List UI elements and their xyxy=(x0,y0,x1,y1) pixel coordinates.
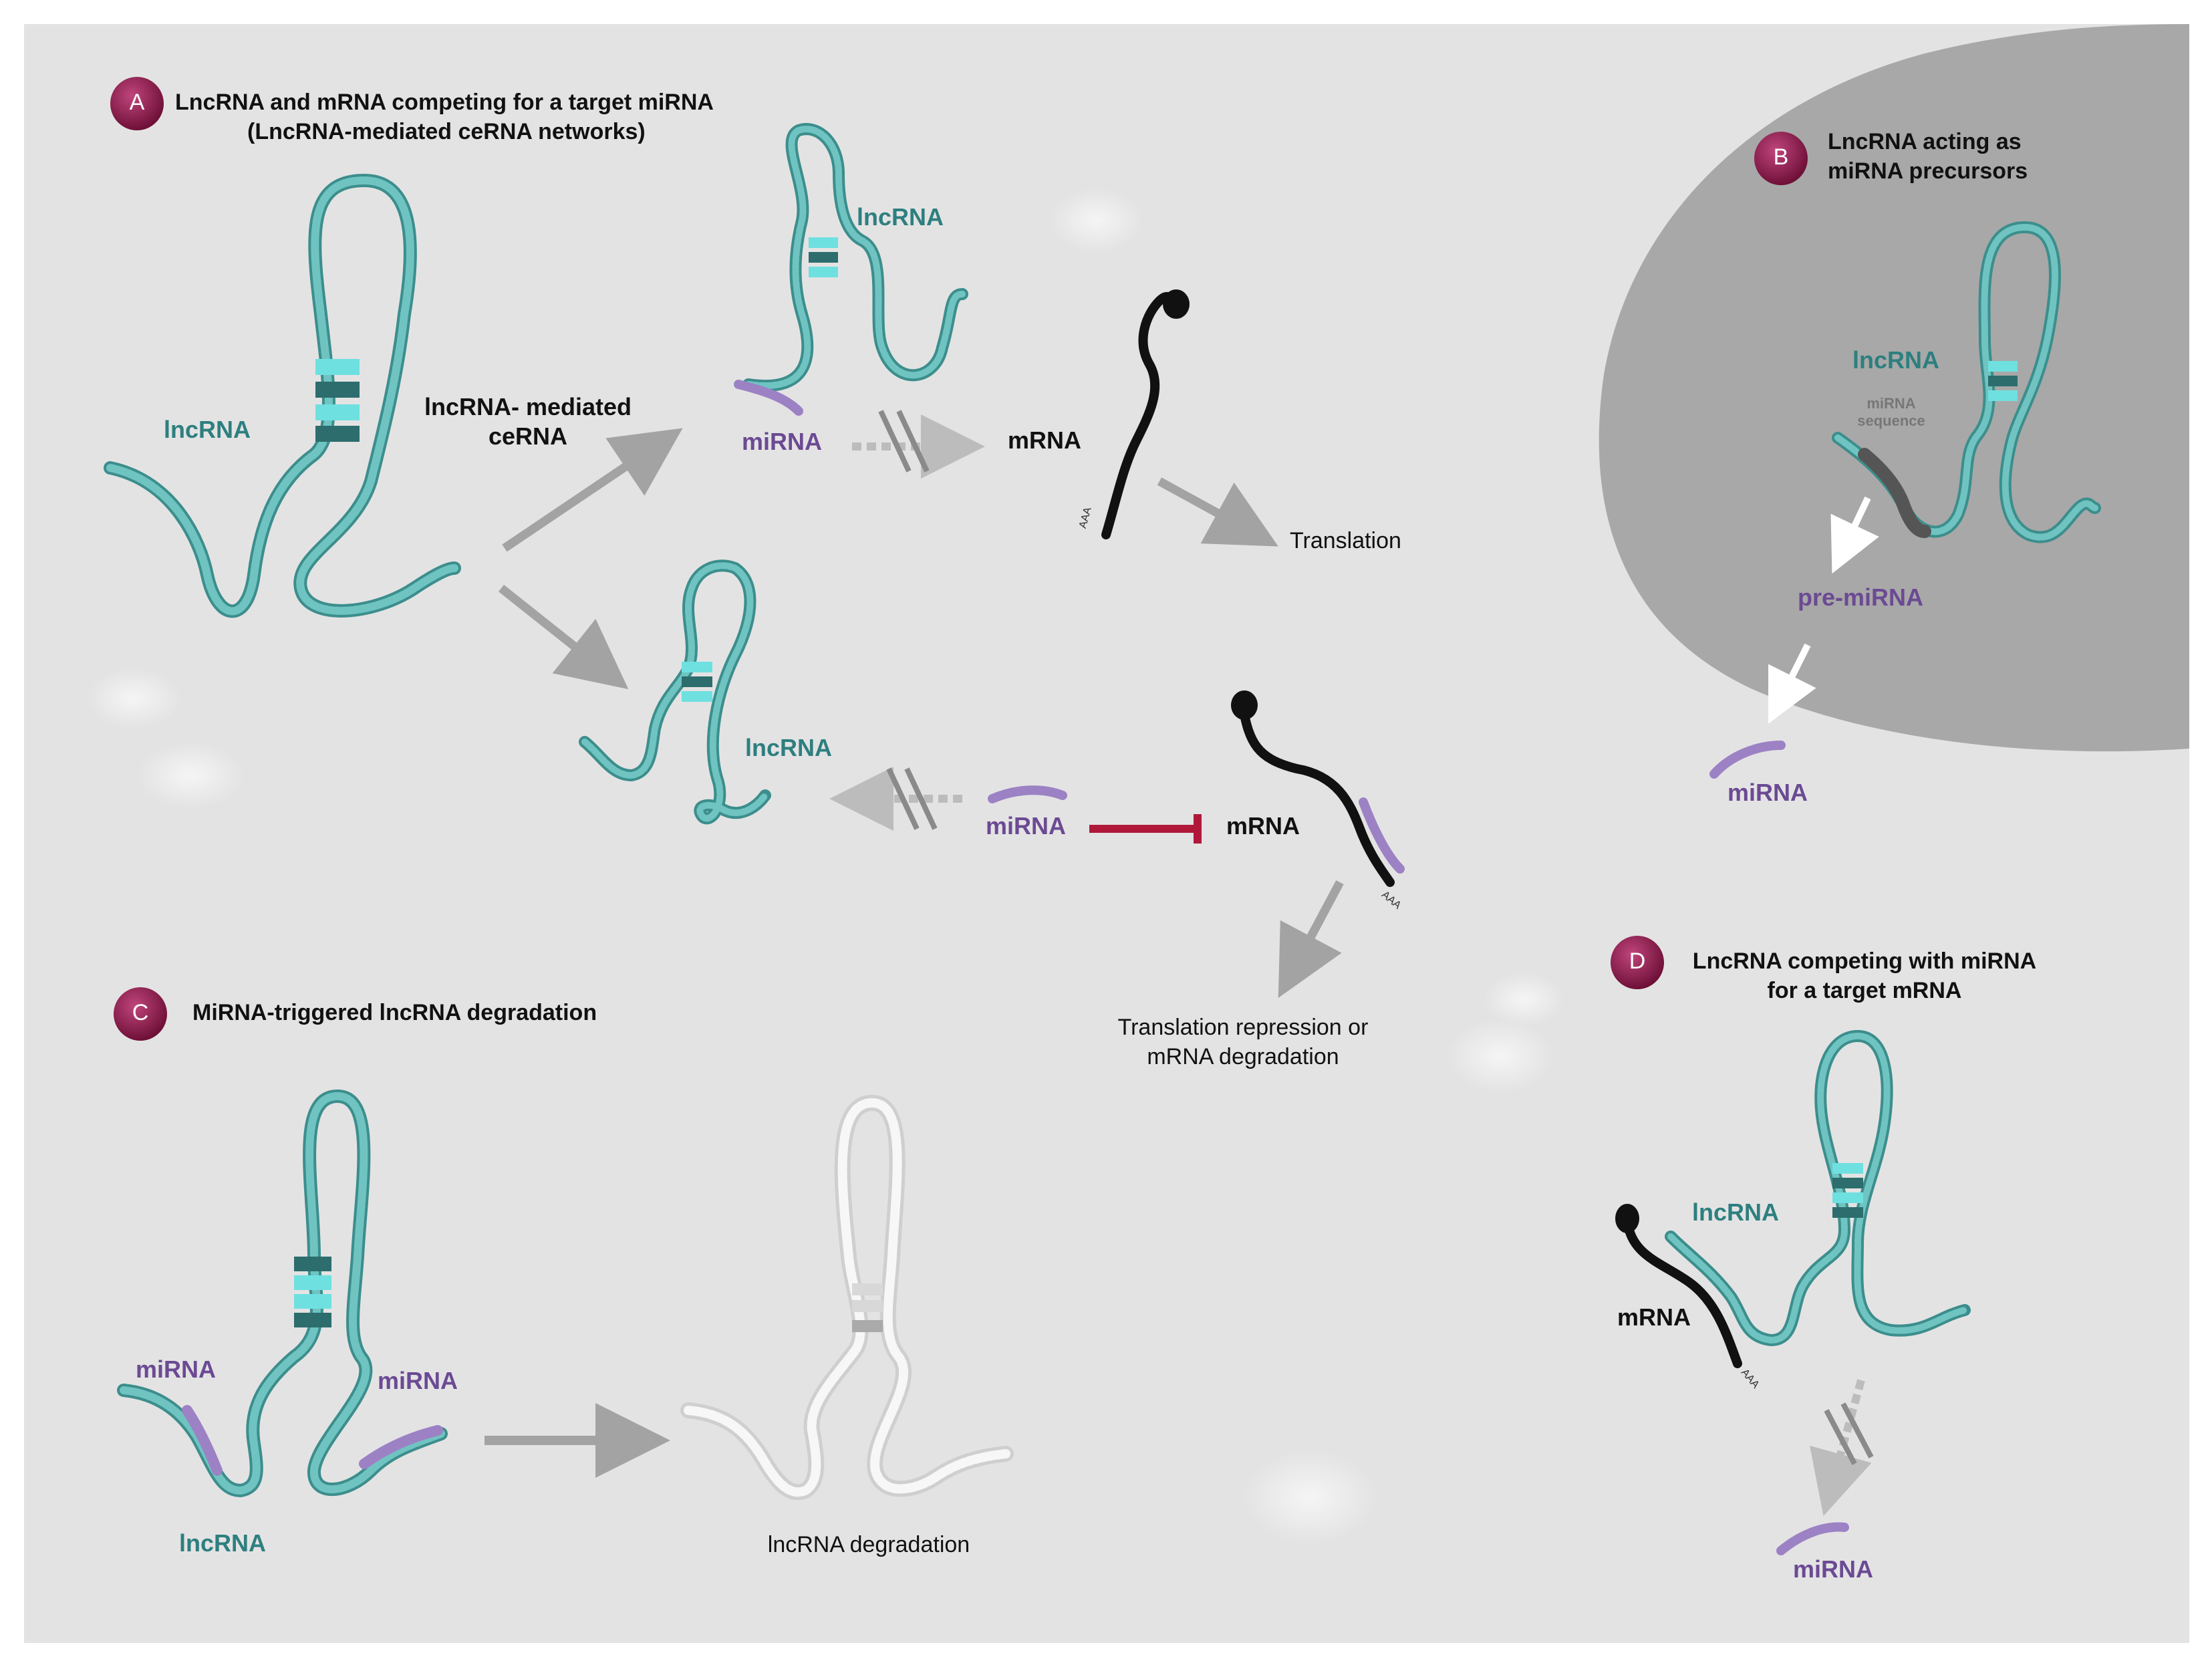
mirna-strand-middle xyxy=(988,785,1067,803)
mirna-strand-b xyxy=(1709,741,1786,779)
mirna-strand-d xyxy=(1776,1522,1849,1555)
arrow-repression xyxy=(1278,880,1344,998)
mrna-top-strand xyxy=(1101,289,1190,539)
arrow-to-middle xyxy=(498,584,629,690)
badge-d xyxy=(1611,936,1664,989)
arrow-to-top xyxy=(502,428,683,552)
panel-b-title-line2: miRNA precursors xyxy=(1828,158,2028,184)
decorative-blob xyxy=(1484,973,1564,1026)
badge-d-letter: D xyxy=(1629,948,1646,974)
mirna-c-left-label: miRNA xyxy=(136,1356,217,1383)
block-bar-top-1 xyxy=(878,410,912,473)
lncrna-middle-label: lncRNA xyxy=(745,734,833,761)
lncrna-degradation-structure xyxy=(117,1089,448,1498)
lncrna-middle-structure xyxy=(579,559,771,825)
mediated-label-line2: ceRNA xyxy=(488,422,568,450)
panel-b-title-line1: LncRNA acting as xyxy=(1828,129,2022,154)
block-bar-d-2 xyxy=(1840,1402,1874,1458)
translation-label: Translation xyxy=(1290,528,1401,553)
badge-c-letter: C xyxy=(132,1000,149,1025)
panel-d-title-line2: for a target mRNA xyxy=(1767,978,1962,1003)
degraded-lncrna xyxy=(680,1094,1014,1500)
mirna-c-right-label: miRNA xyxy=(378,1367,458,1394)
lncrna-main-structure xyxy=(104,173,461,618)
mirna-b-label: miRNA xyxy=(1727,779,1808,806)
badge-a xyxy=(110,77,164,130)
mirna-sequence-line2: sequence xyxy=(1857,412,1925,429)
mrna-middle-label: mRNA xyxy=(1226,812,1300,840)
lncrna-competing-structure xyxy=(1665,1029,1971,1347)
arrow-translation xyxy=(1157,477,1278,547)
mrna-middle-strand xyxy=(1231,690,1405,887)
panel-d-title-line1: LncRNA competing with miRNA xyxy=(1692,948,2037,974)
block-bar-d-1 xyxy=(1824,1409,1857,1465)
mrna-top-label: mRNA xyxy=(1008,426,1082,454)
block-bar-top-2 xyxy=(896,410,930,473)
lncrna-precursor-structure xyxy=(1832,221,2101,543)
mirna-d-label: miRNA xyxy=(1793,1555,1874,1583)
decorative-blob xyxy=(1049,188,1143,253)
badge-c xyxy=(114,987,167,1041)
lncrna-main-label: lncRNA xyxy=(164,416,251,443)
lncrna-precursor-label: lncRNA xyxy=(1852,346,1940,374)
mirna-strand-top xyxy=(734,380,803,416)
repression-label-line2: mRNA degradation xyxy=(1147,1044,1339,1069)
lncrna-d-label: lncRNA xyxy=(1692,1198,1780,1226)
badge-a-letter: A xyxy=(129,90,145,115)
mrna-d-label: mRNA xyxy=(1617,1303,1691,1331)
panel-a-title-line2: (LncRNA-mediated ceRNA networks) xyxy=(247,119,646,144)
degradation-label: lncRNA degradation xyxy=(767,1532,970,1557)
mediated-label-line1: lncRNA- mediated xyxy=(424,393,632,420)
nucleus-shape xyxy=(1599,24,2189,752)
panel-c-title: MiRNA-triggered lncRNA degradation xyxy=(192,1000,597,1025)
mirna-top-label: miRNA xyxy=(742,428,823,455)
repression-label-line1: Translation repression or xyxy=(1117,1015,1369,1040)
mirna-middle-label: miRNA xyxy=(986,812,1067,840)
mrna-d-strand xyxy=(1615,1204,1742,1368)
block-bar-middle-2 xyxy=(904,767,938,830)
decorative-blob xyxy=(1447,1019,1554,1093)
mirna-sequence-line1: miRNA xyxy=(1867,395,1916,412)
badge-b xyxy=(1754,132,1808,185)
arrow-to-pre-mirna xyxy=(1830,496,1879,574)
panel-a-title-line1: LncRNA and mRNA competing for a target m… xyxy=(175,90,714,115)
pre-mirna-label: pre-miRNA xyxy=(1798,584,1924,611)
block-bar-middle-1 xyxy=(886,767,920,830)
lncrna-c-label: lncRNA xyxy=(179,1529,267,1557)
decorative-blob xyxy=(1243,1450,1377,1544)
arrow-to-mirna xyxy=(1768,643,1816,724)
decorative-blob xyxy=(137,742,244,809)
lncrna-top-label: lncRNA xyxy=(857,203,944,231)
decorative-blob xyxy=(87,668,180,729)
lncrna-top-structure xyxy=(742,123,968,392)
badge-b-letter: B xyxy=(1773,144,1789,170)
